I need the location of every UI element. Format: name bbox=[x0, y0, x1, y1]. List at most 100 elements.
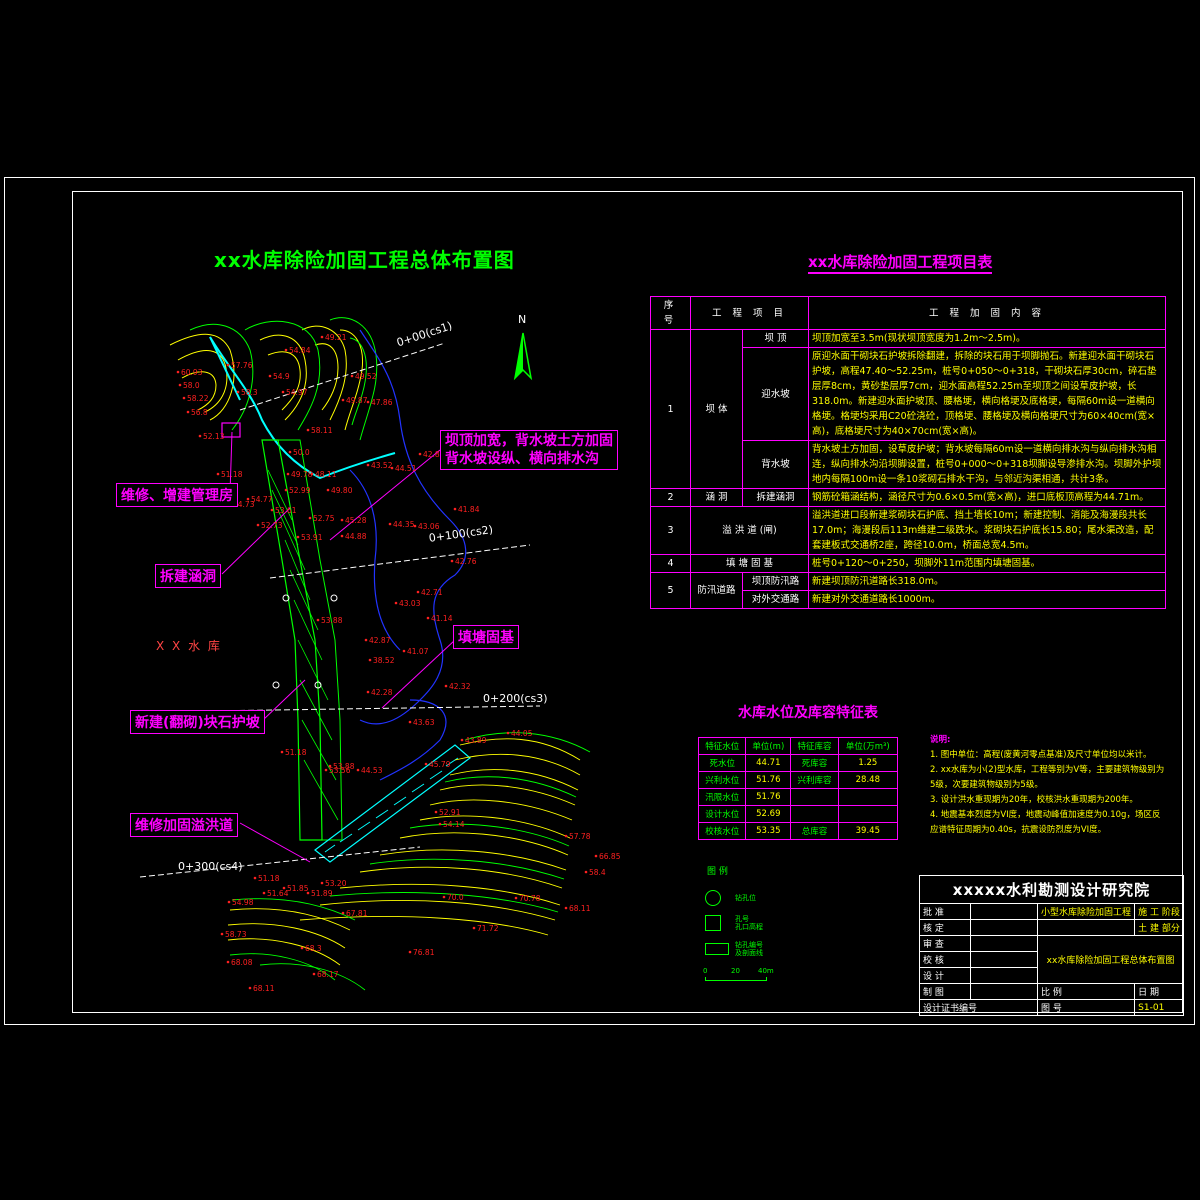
elevation-dot bbox=[506, 731, 510, 735]
site-plan-map: 60.9358.058.2256.852.1351.1854.8454.957.… bbox=[139, 317, 621, 993]
scale-bar bbox=[705, 977, 767, 981]
row-no: 1 bbox=[650, 329, 691, 489]
elevation-dot bbox=[564, 906, 568, 910]
legend-section-icon bbox=[705, 943, 729, 955]
elevation-label: 53.88 bbox=[321, 616, 343, 625]
elevation-label: 60.93 bbox=[181, 368, 203, 377]
elevation-dot bbox=[316, 618, 320, 622]
elevation-dot bbox=[340, 534, 344, 538]
wl-cell: 52.69 bbox=[745, 805, 792, 823]
elevation-label: 44.05 bbox=[511, 729, 533, 738]
elevation-dot bbox=[394, 601, 398, 605]
elevation-dot bbox=[281, 390, 285, 394]
wl-header-unit-vol: 单位(万m³) bbox=[837, 737, 899, 755]
wl-cell: 死水位 bbox=[697, 754, 747, 772]
elevation-dot bbox=[310, 472, 314, 476]
elevation-dot bbox=[312, 972, 316, 976]
elevation-dot bbox=[286, 472, 290, 476]
elevation-dot bbox=[356, 768, 360, 772]
row-sub: 背水坡 bbox=[742, 440, 809, 489]
elevation-label: 43.89 bbox=[465, 736, 487, 745]
elevation-dot bbox=[438, 822, 442, 826]
elevation-label: 38.52 bbox=[373, 656, 395, 665]
wl-cell: 51.76 bbox=[745, 771, 792, 789]
wl-cell: 设计水位 bbox=[697, 805, 747, 823]
tb-drawing-name: xx水库除险加固工程总体布置图 bbox=[1037, 935, 1184, 984]
table-row: 校核水位 53.35 总库容 39.45 bbox=[697, 822, 899, 840]
elevation-dot bbox=[424, 762, 428, 766]
elevation-dot bbox=[413, 524, 417, 528]
elevation-label: 58.4 bbox=[589, 868, 606, 877]
tb-row-label: 设计证书编号 bbox=[919, 999, 1038, 1016]
elevation-label: 42.81 bbox=[423, 450, 445, 459]
elevation-label: 48.11 bbox=[315, 470, 337, 479]
elevation-label: 76.81 bbox=[413, 948, 435, 957]
row-sub: 对外交通路 bbox=[742, 590, 809, 609]
legend-label-hole: 孔号 孔口高程 bbox=[735, 915, 763, 931]
elevation-dot bbox=[300, 946, 304, 950]
row-no: 2 bbox=[650, 488, 691, 507]
elevation-label: 54.77 bbox=[251, 495, 273, 504]
elevation-dot bbox=[256, 523, 260, 527]
row-item: 涵 洞 bbox=[690, 488, 743, 507]
elevation-label: 41.07 bbox=[407, 647, 429, 656]
row-item: 填 塘 固 基 bbox=[690, 554, 809, 573]
elevation-dot bbox=[450, 559, 454, 563]
reservoir-shoreline bbox=[349, 329, 467, 781]
elevation-dot bbox=[366, 690, 370, 694]
wl-cell: 死库容 bbox=[790, 754, 839, 772]
elevation-dot bbox=[253, 876, 257, 880]
elevation-label: 54.73 bbox=[233, 500, 255, 509]
row-sub: 迎水坡 bbox=[742, 347, 809, 441]
table-row: 5 防汛道路 坝顶防汛路 新建坝顶防汛道路长318.0m。 bbox=[650, 572, 1166, 609]
elevation-dot bbox=[248, 986, 252, 990]
elevation-label: 49.52 bbox=[355, 372, 377, 381]
elevation-label: 68.11 bbox=[253, 984, 275, 993]
north-label: N bbox=[518, 313, 527, 326]
elevation-label: 58.22 bbox=[187, 394, 209, 403]
elevation-dot bbox=[594, 854, 598, 858]
row-content: 坝顶加宽至3.5m(现状坝顶宽度为1.2m～2.5m)。 bbox=[808, 329, 1166, 348]
elevation-dot bbox=[324, 768, 328, 772]
row-content: 溢洪道进口段新建浆砌块石护底、挡土墙长10m；新建控制、消能及海漫段共长17.0… bbox=[808, 506, 1166, 555]
table-row: 兴利水位 51.76 兴利库容 28.48 bbox=[697, 771, 899, 789]
row-sub: 坝顶防汛路 bbox=[742, 572, 809, 591]
elevation-label: 53.88 bbox=[333, 762, 355, 771]
elevation-dot bbox=[408, 720, 412, 724]
elevation-label: 49.80 bbox=[331, 486, 353, 495]
wl-cell bbox=[837, 805, 899, 823]
notes-title: 说明: bbox=[930, 735, 951, 745]
elevation-label: 66.85 bbox=[599, 852, 621, 861]
elevation-label: 42.87 bbox=[369, 636, 391, 645]
wl-cell: 51.76 bbox=[745, 788, 792, 806]
elevation-label: 54.84 bbox=[289, 346, 311, 355]
elevation-dot bbox=[472, 926, 476, 930]
table-row: 汛限水位 51.76 bbox=[697, 788, 899, 806]
elevation-dot bbox=[584, 870, 588, 874]
elevation-dot bbox=[350, 374, 354, 378]
wl-cell: 44.71 bbox=[745, 754, 792, 772]
elevation-dot bbox=[564, 834, 568, 838]
water-channel bbox=[209, 336, 396, 480]
water-table-title: 水库水位及库容特征表 bbox=[738, 705, 878, 721]
callout-leaders bbox=[221, 431, 456, 863]
elevation-dot bbox=[246, 497, 250, 501]
elevation-dot bbox=[176, 370, 180, 374]
elevation-label: 53.56 bbox=[329, 766, 351, 775]
water-table-header: 特征水位 单位(m) 特征库容 单位(万m³) bbox=[697, 737, 899, 755]
elevation-label: 49.21 bbox=[325, 333, 347, 342]
elevation-label: 67.81 bbox=[346, 909, 368, 918]
org-name: xxxxx水利勘测设计研究院 bbox=[919, 875, 1184, 904]
elevation-dot bbox=[341, 398, 345, 402]
elevation-dot bbox=[388, 522, 392, 526]
elevation-label: 52.13 bbox=[203, 432, 225, 441]
wl-cell bbox=[790, 805, 839, 823]
elevation-label: 54.14 bbox=[443, 820, 465, 829]
elevation-label: 52.99 bbox=[289, 486, 311, 495]
elevation-label: 68.17 bbox=[317, 970, 339, 979]
table-row: 迎水坡 原迎水面干砌块石护坡拆除翻建，拆除的块石用于坝脚抛石。新建迎水面干砌块石… bbox=[651, 347, 1166, 441]
wl-cell bbox=[837, 788, 899, 806]
project-table-title: xx水库除险加固工程项目表 bbox=[808, 251, 993, 274]
elevation-dot bbox=[418, 452, 422, 456]
elevation-label: 54.98 bbox=[232, 898, 254, 907]
